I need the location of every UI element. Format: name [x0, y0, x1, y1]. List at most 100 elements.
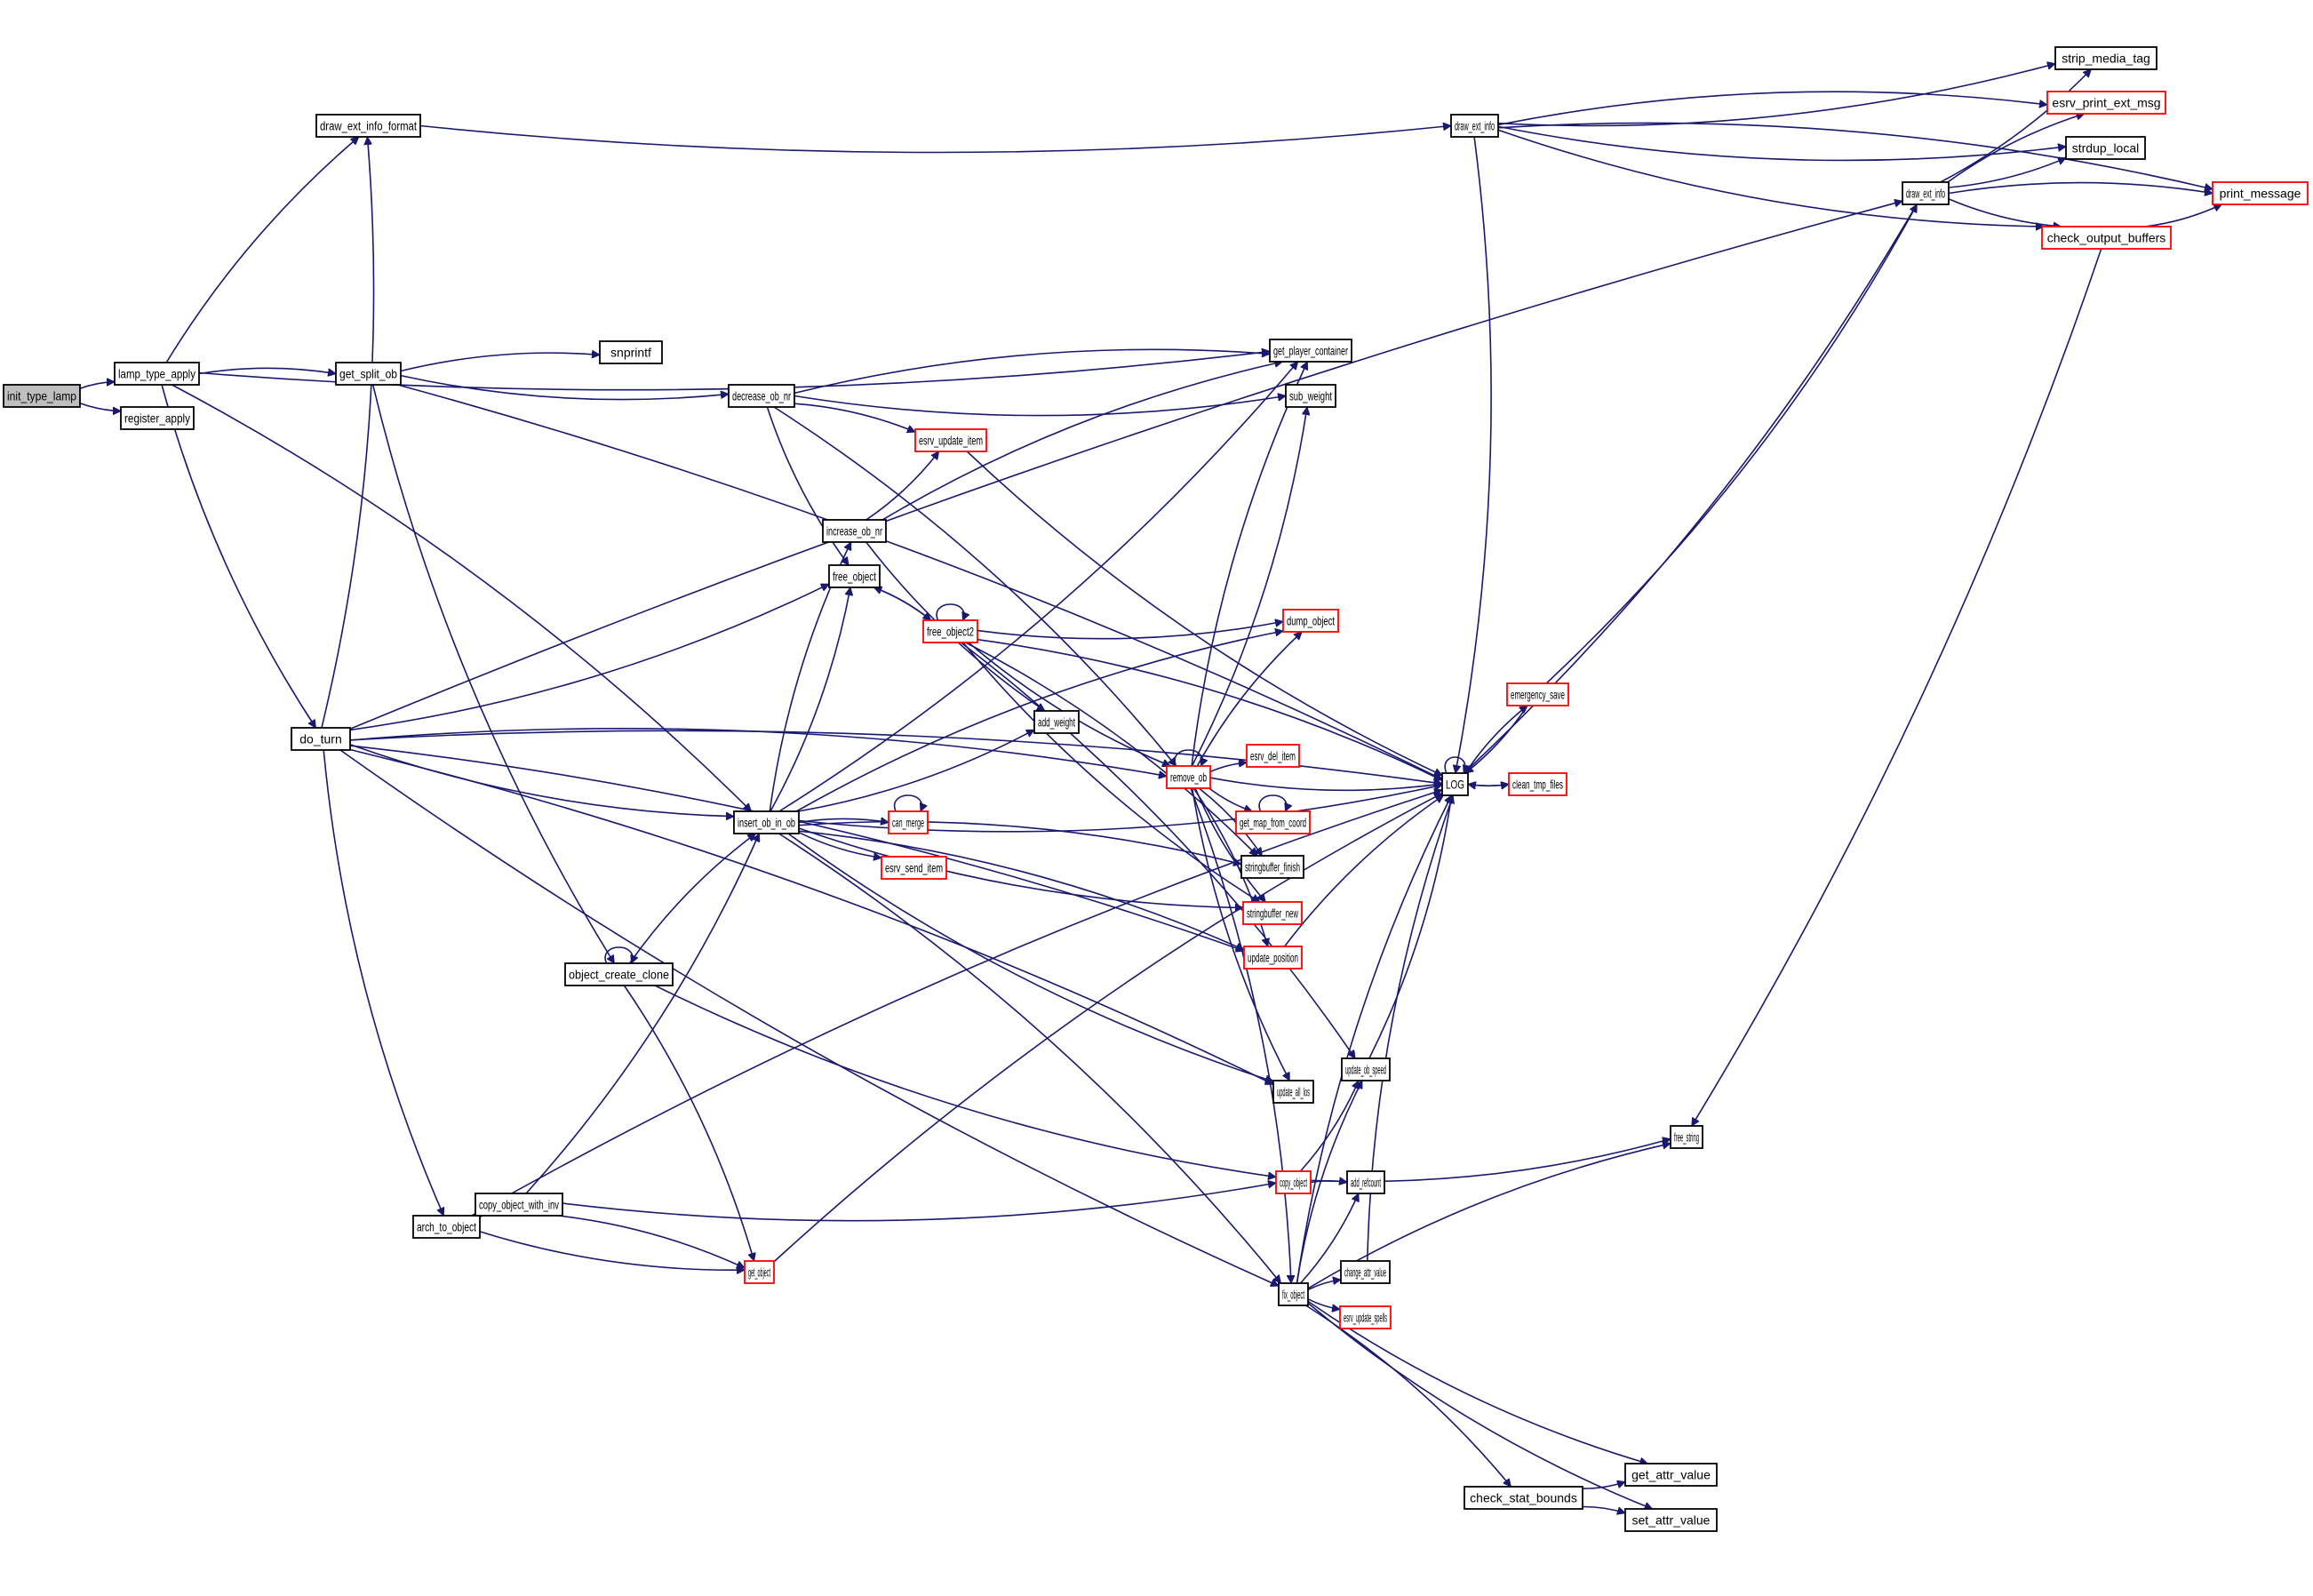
node-label: get_object — [748, 1265, 770, 1280]
edge-remove_ob-to-esrv_del_item — [1209, 762, 1247, 773]
node-label: register_apply — [124, 411, 190, 426]
node-add_refcount[interactable]: add_refcount — [1346, 1170, 1385, 1194]
edge-get_map_from_coord-to-get_map_from_coord — [1258, 794, 1287, 811]
node-arch_to_object[interactable]: arch_to_object — [412, 1215, 481, 1239]
node-box — [2054, 46, 2157, 70]
edge-get_split_ob-to-snprintf — [400, 353, 600, 372]
node-esrv_del_item[interactable]: esrv_del_item — [1246, 744, 1300, 768]
node-label: sub_weight — [1289, 389, 1332, 403]
node-box — [412, 1215, 481, 1239]
node-free_object[interactable]: free_object — [828, 564, 881, 588]
edge-draw_ext_info_a-to-LOG — [1456, 136, 1492, 773]
node-clean_tmp_files[interactable]: clean_tmp_files — [1508, 772, 1567, 796]
node-box — [1246, 744, 1300, 768]
edge-remove_ob-to-remove_ob — [1174, 749, 1202, 766]
node-box — [564, 962, 674, 986]
node-check_stat_bounds[interactable]: check_stat_bounds — [1464, 1486, 1583, 1510]
node-box — [1902, 181, 1950, 205]
edge-remove_ob-to-stringbuffer_finish — [1198, 787, 1263, 856]
node-change_attr_value[interactable]: change_attr_value — [1340, 1260, 1391, 1284]
node-fix_object[interactable]: fix_object — [1278, 1282, 1309, 1306]
edge-draw_ext_info_a-to-esrv_print_ext_msg — [1497, 91, 2047, 126]
node-box — [1243, 946, 1303, 970]
node-add_weight[interactable]: add_weight — [1033, 710, 1080, 734]
node-draw_ext_info_b[interactable]: draw_ext_info — [1902, 181, 1950, 205]
node-strip_media_tag[interactable]: strip_media_tag — [2054, 46, 2157, 70]
node-copy_object_with_inv[interactable]: copy_object_with_inv — [475, 1193, 563, 1217]
node-label: snprintf — [610, 346, 651, 360]
node-can_merge[interactable]: can_merge — [888, 810, 929, 834]
node-copy_object[interactable]: copy_object — [1275, 1170, 1312, 1194]
node-label: remove_ob — [1170, 770, 1207, 785]
node-draw_ext_info_format[interactable]: draw_ext_info_format — [315, 114, 421, 138]
node-check_output_buffers[interactable]: check_output_buffers — [2041, 226, 2172, 250]
node-label: update_all_los — [1277, 1085, 1310, 1099]
node-do_turn[interactable]: do_turn — [291, 727, 351, 751]
edge-remove_ob-to-stringbuffer_new — [1194, 787, 1265, 902]
node-box — [1166, 765, 1211, 789]
node-update_position[interactable]: update_position — [1243, 946, 1303, 970]
node-set_attr_value[interactable]: set_attr_value — [1624, 1508, 1718, 1532]
node-label: clean_tmp_files — [1512, 778, 1563, 792]
node-free_object2[interactable]: free_object2 — [922, 619, 978, 643]
node-get_object[interactable]: get_object — [744, 1260, 775, 1284]
node-free_string[interactable]: free_string — [1670, 1125, 1703, 1149]
node-esrv_print_ext_msg[interactable]: esrv_print_ext_msg — [2046, 91, 2166, 115]
node-lamp_type_apply[interactable]: lamp_type_apply — [114, 362, 200, 386]
node-label: increase_ob_nr — [826, 524, 882, 539]
edge-insert_ob_in_ob-to-get_player_container — [778, 362, 1298, 812]
node-object_create_clone[interactable]: object_create_clone — [564, 962, 674, 986]
node-get_attr_value[interactable]: get_attr_value — [1624, 1463, 1718, 1487]
edge-draw_ext_info_b-to-strip_media_tag — [1940, 69, 2092, 183]
node-get_map_from_coord[interactable]: get_map_from_coord — [1235, 810, 1311, 834]
node-label: init_type_lamp — [7, 389, 76, 403]
edge-draw_ext_info_format-to-draw_ext_info_a — [419, 126, 1451, 154]
node-sub_weight[interactable]: sub_weight — [1285, 384, 1336, 408]
node-print_message[interactable]: print_message — [2212, 181, 2309, 205]
node-label: decrease_ob_nr — [732, 389, 791, 403]
node-box — [475, 1193, 563, 1217]
node-label: add_weight — [1038, 715, 1075, 730]
node-get_player_container[interactable]: get_player_container — [1269, 339, 1352, 363]
node-update_all_los[interactable]: update_all_los — [1272, 1080, 1314, 1104]
node-LOG[interactable]: LOG — [1441, 772, 1469, 796]
node-box — [1275, 1170, 1312, 1194]
node-snprintf[interactable]: snprintf — [599, 340, 663, 364]
node-stringbuffer_new[interactable]: stringbuffer_new — [1242, 901, 1303, 925]
node-update_ob_speed[interactable]: update_ob_speed — [1341, 1057, 1391, 1081]
node-esrv_update_item[interactable]: esrv_update_item — [914, 428, 987, 452]
edge-insert_ob_in_ob-to-update_position — [798, 830, 1244, 950]
edge-free_object2-to-free_object2 — [936, 603, 964, 620]
node-remove_ob[interactable]: remove_ob — [1166, 765, 1211, 789]
edge-free_object2-to-free_object — [873, 587, 932, 621]
edge-copy_object_with_inv-to-get_object — [558, 1215, 746, 1268]
node-increase_ob_nr[interactable]: increase_ob_nr — [822, 519, 887, 543]
edge-fix_object-to-change_attr_value — [1307, 1280, 1341, 1291]
node-label: draw_ext_info — [1455, 119, 1495, 133]
node-label: change_attr_value — [1344, 1265, 1386, 1280]
node-esrv_update_spells[interactable]: esrv_update_spells — [1339, 1305, 1392, 1329]
node-box — [733, 810, 800, 834]
node-insert_ob_in_ob[interactable]: insert_ob_in_ob — [733, 810, 800, 834]
edges-layer — [79, 64, 2221, 1513]
node-dump_object[interactable]: dump_object — [1282, 609, 1339, 633]
node-register_apply[interactable]: register_apply — [120, 406, 195, 430]
node-stringbuffer_finish[interactable]: stringbuffer_finish — [1240, 855, 1304, 879]
edge-object_create_clone-to-get_object — [623, 985, 754, 1261]
node-init_type_lamp[interactable]: init_type_lamp — [3, 384, 81, 408]
node-box — [1670, 1125, 1703, 1149]
edge-free_object2-to-dump_object — [977, 621, 1283, 640]
node-esrv_send_item[interactable]: esrv_send_item — [881, 856, 947, 880]
node-emergency_save[interactable]: emergency_save — [1506, 682, 1569, 706]
edge-lamp_type_apply-to-insert_ob_in_ob — [171, 384, 752, 811]
edge-decrease_ob_nr-to-remove_ob — [773, 406, 1176, 766]
edge-get_split_ob-to-decrease_ob_nr — [400, 374, 729, 401]
node-label: copy_object_with_inv — [479, 1198, 559, 1212]
node-draw_ext_info_a[interactable]: draw_ext_info — [1450, 114, 1499, 138]
node-strdup_local[interactable]: strdup_local — [2065, 136, 2146, 160]
node-label: free_object — [833, 570, 876, 584]
node-label: get_attr_value — [1631, 1468, 1711, 1482]
node-label: LOG — [1446, 778, 1464, 792]
node-get_split_ob[interactable]: get_split_ob — [335, 362, 402, 386]
node-decrease_ob_nr[interactable]: decrease_ob_nr — [728, 384, 795, 408]
